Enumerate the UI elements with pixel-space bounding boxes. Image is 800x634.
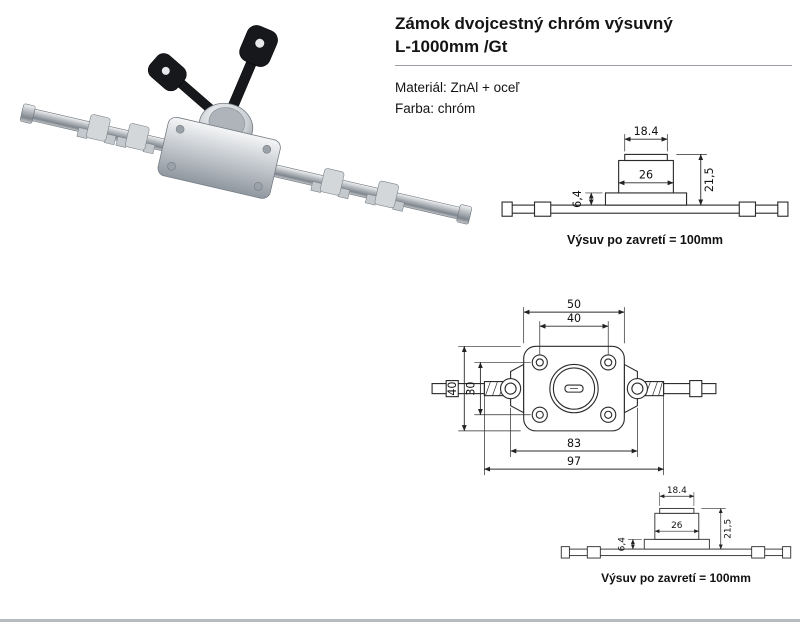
dim-label-hole-spacing-v: 30: [464, 382, 477, 396]
lock-cap: [624, 153, 668, 162]
dim-label-bracket-span: 83: [567, 437, 581, 450]
dim-label-outer-height: 40: [446, 382, 459, 396]
rod-end: [501, 201, 513, 217]
rod-end: [777, 201, 789, 217]
front-view-svg: 50 40 40 30 83 97: [431, 298, 717, 476]
rod-nut-left: [445, 379, 459, 398]
dim-label-outer-width: 50: [567, 298, 581, 311]
rod-end-right: [456, 204, 473, 225]
spec-block: Materiál: ZnAl + oceľ Farba: chróm: [395, 77, 519, 119]
rod-guide-right-inner: [631, 382, 644, 395]
screw-hole-inner: [604, 358, 613, 367]
title-divider: [395, 65, 792, 66]
screw: [175, 125, 185, 134]
rod-nut-right: [689, 379, 703, 398]
rod-sleeve: [533, 201, 552, 217]
screw: [262, 145, 272, 154]
dim-label-total-height: 21,5: [724, 519, 734, 539]
screw-hole-inner: [535, 358, 544, 367]
product-photo: [6, 4, 486, 242]
rod-end-left: [19, 103, 36, 124]
dim-label-body-width: 26: [671, 521, 683, 531]
base-plate: [643, 538, 710, 550]
bottom-divider: [0, 619, 800, 622]
title-block: Zámok dvojcestný chróm výsuvný L-1000mm …: [395, 12, 792, 66]
rod-sleeve: [586, 546, 601, 559]
side-view-drawing-bottom: 18.4 26 21,5 6,4 Výsuv po zavretí = 100m…: [558, 484, 794, 585]
side-view-svg: 18.4 26 21,5 6,4: [501, 125, 789, 217]
screw-hole-inner: [535, 410, 544, 419]
dim-label-base-height: 6,4: [618, 537, 628, 552]
page-title-line2: L-1000mm /Gt: [395, 37, 508, 56]
color-spec: Farba: chróm: [395, 101, 476, 116]
rod-sleeve: [738, 201, 757, 217]
rod-guide-left-inner: [504, 382, 517, 395]
rod-end: [560, 546, 570, 559]
screw: [254, 182, 263, 191]
dim-label-top-width: 18.4: [667, 486, 687, 496]
lock-body: [157, 116, 281, 199]
dim-label-body-width: 26: [639, 169, 653, 182]
dim-label-top-width: 18.4: [634, 125, 659, 138]
lock-block: [618, 159, 674, 194]
rod-clip: [310, 168, 351, 200]
rod-sleeve: [751, 546, 766, 559]
side-view-drawing-top: 18.4 26 21,5 6,4 Výsuv po zavretí = 100m…: [498, 124, 792, 247]
base-plate: [604, 192, 688, 206]
extension-caption: Výsuv po zavretí = 100mm: [567, 233, 723, 248]
product-photo-illustration: [19, 25, 473, 225]
rod-clip: [115, 123, 156, 155]
lock-cap: [659, 507, 695, 514]
rod-end: [782, 546, 792, 559]
dim-label-total-height: 21,5: [703, 167, 716, 192]
side-view-svg: 18.4 26 21,5 6,4: [560, 486, 792, 559]
dim-label-total-span: 97: [567, 455, 581, 468]
rod-clip: [76, 114, 117, 146]
extension-caption: Výsuv po zavretí = 100mm: [601, 570, 751, 585]
screw-hole-inner: [604, 410, 613, 419]
rod-clip: [364, 180, 405, 212]
dim-label-hole-spacing-h: 40: [567, 312, 581, 325]
material-spec: Materiál: ZnAl + oceľ: [395, 80, 520, 95]
dim-label-base-height: 6,4: [571, 190, 584, 208]
page-title-line1: Zámok dvojcestný chróm výsuvný: [395, 14, 673, 33]
screw: [167, 162, 176, 171]
lock-assembly: [19, 25, 473, 225]
front-view-drawing: 50 40 40 30 83 97: [418, 294, 730, 487]
